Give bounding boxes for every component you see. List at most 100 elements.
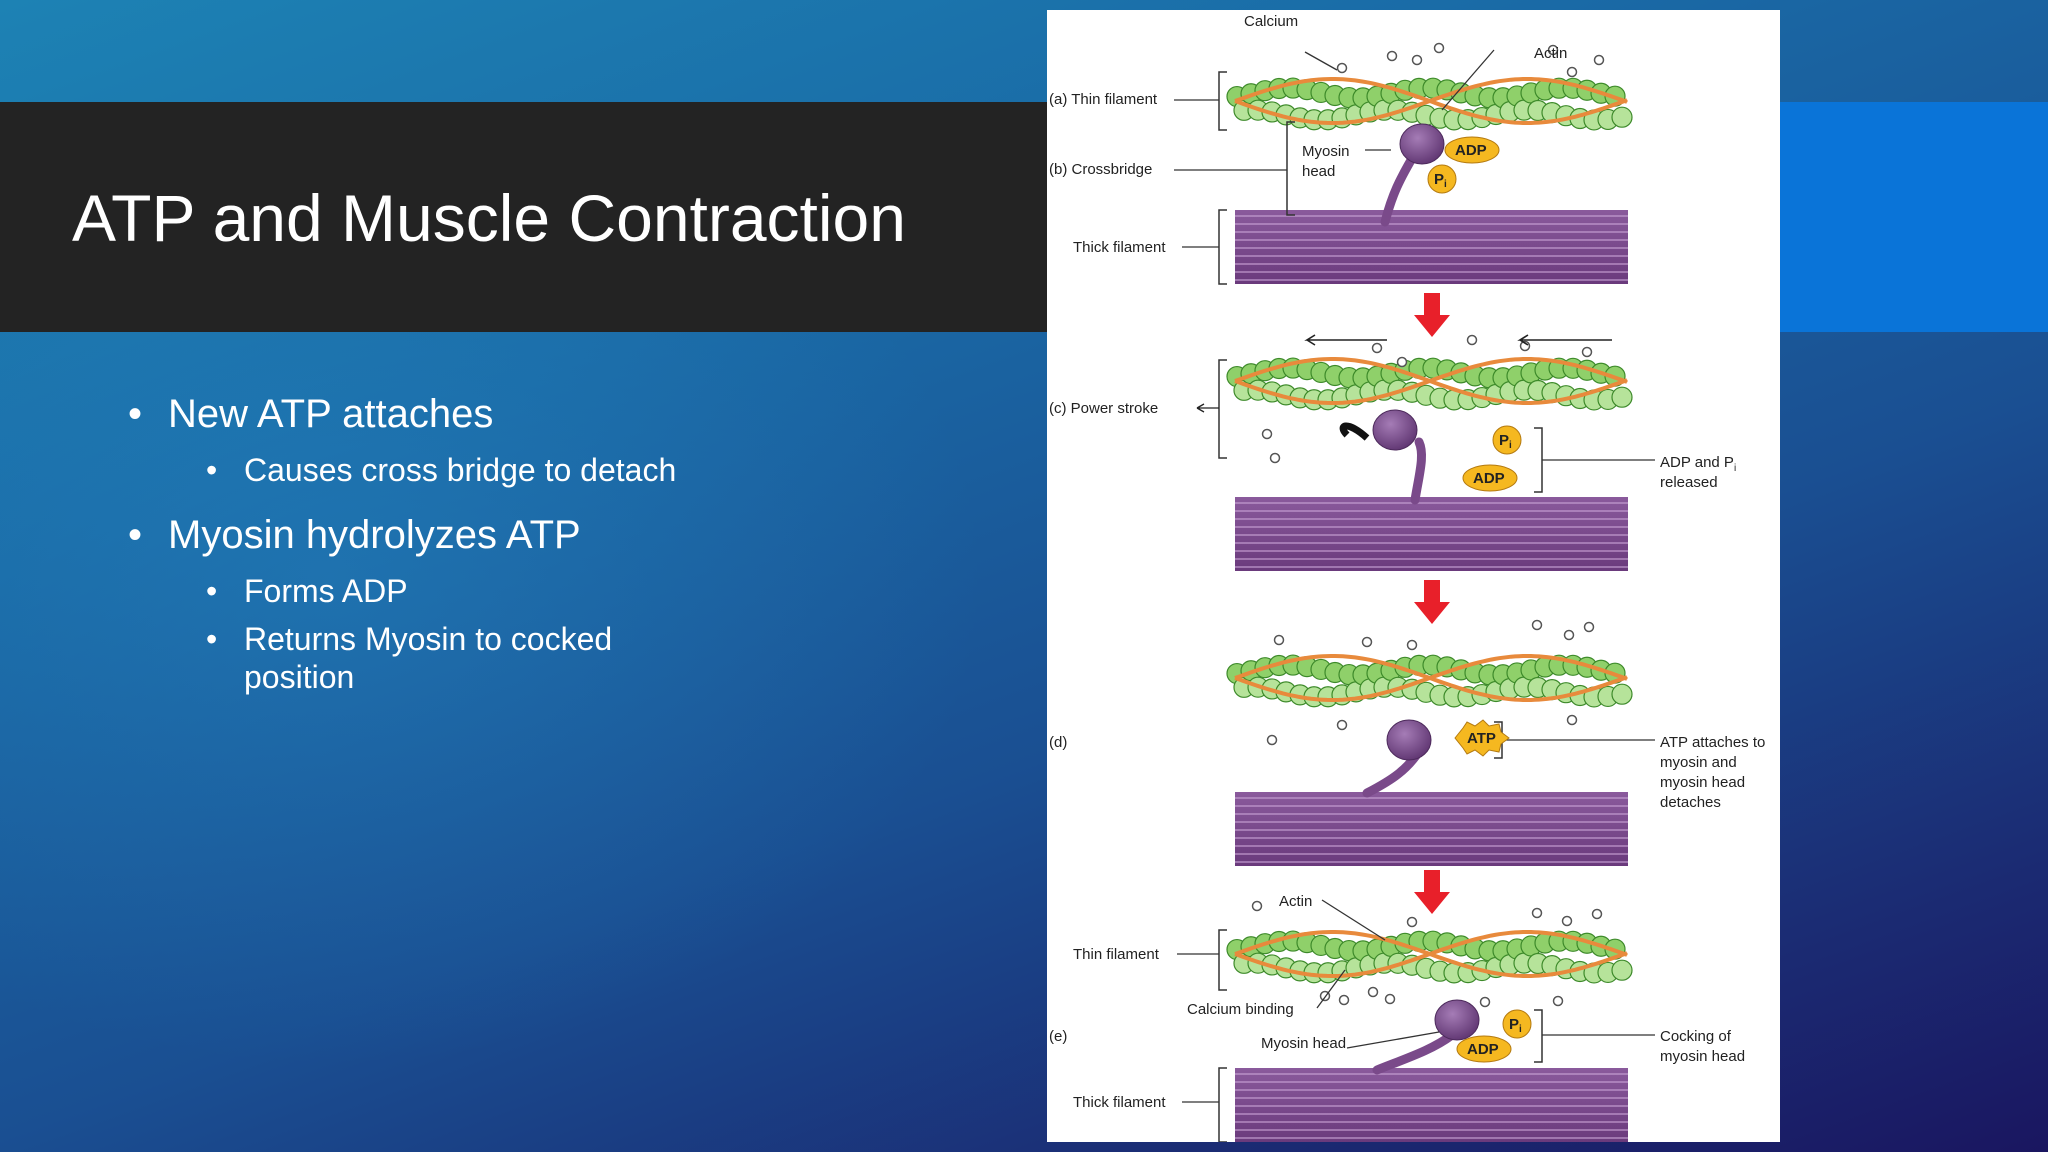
thin-filament-e-label: Thin filament	[1073, 946, 1160, 963]
atp-attaches-label: ATP attaches to	[1660, 734, 1765, 751]
thick-filament-d	[1235, 792, 1628, 866]
bracket	[1534, 427, 1543, 493]
svg-text:Pi: Pi	[1509, 1016, 1522, 1035]
calcium-ion	[1552, 995, 1564, 1007]
rotation-arrow	[1339, 422, 1370, 441]
calcium-ion	[1273, 634, 1285, 646]
thin-filament-d	[1226, 654, 1633, 708]
calcium-ion	[1563, 629, 1575, 641]
down-arrow	[1414, 870, 1450, 914]
panel-d-label: (d)	[1049, 734, 1067, 751]
pointer-arrow	[1196, 403, 1219, 413]
atp-chip: ATP	[1454, 719, 1510, 757]
calcium-ion	[1396, 356, 1408, 368]
calcium-ion	[1581, 346, 1593, 358]
thick-filament-c	[1235, 497, 1628, 571]
calcium-ion	[1338, 994, 1350, 1006]
thin-filament-e	[1226, 930, 1633, 984]
calcium-binding-label: Calcium binding	[1187, 1001, 1294, 1018]
crossbridge-label: (b) Crossbridge	[1049, 161, 1152, 178]
sub-bullet-item: Forms ADP	[128, 572, 728, 610]
calcium-ion	[1479, 996, 1491, 1008]
calcium-ion	[1593, 54, 1605, 66]
cocking-label-2: myosin head	[1660, 1048, 1745, 1065]
calcium-ion	[1583, 621, 1595, 633]
bracket	[1218, 359, 1227, 459]
myosin-head-a	[1380, 123, 1445, 227]
calcium-ion	[1371, 342, 1383, 354]
calcium-ion	[1384, 993, 1396, 1005]
bracket	[1286, 121, 1295, 216]
thick-filament-label: Thick filament	[1073, 239, 1166, 256]
down-arrow	[1414, 293, 1450, 337]
atp-attaches-label-2: myosin and	[1660, 754, 1737, 771]
down-arrow	[1414, 580, 1450, 624]
calcium-ion	[1566, 66, 1578, 78]
calcium-label: Calcium	[1244, 13, 1298, 30]
svg-text:ADP: ADP	[1467, 1041, 1499, 1058]
thin-filament-a-label: (a) Thin filament	[1049, 91, 1158, 108]
calcium-ion	[1561, 915, 1573, 927]
calcium-ion	[1406, 639, 1418, 651]
myosin-head-label-2: head	[1302, 163, 1335, 180]
calcium-ion	[1531, 907, 1543, 919]
leader-line	[1441, 49, 1495, 111]
panel-e-label: (e)	[1049, 1028, 1067, 1045]
calcium-ion	[1266, 734, 1278, 746]
bracket	[1218, 71, 1227, 131]
calcium-ion	[1367, 986, 1379, 998]
bracket	[1534, 1009, 1543, 1063]
thin-filament-a	[1226, 77, 1633, 131]
myosin-head-label: Myosin	[1302, 143, 1350, 160]
svg-text:Pi: Pi	[1499, 432, 1512, 451]
sub-bullet-item: Causes cross bridge to detach	[128, 451, 728, 489]
power-stroke-label: (c) Power stroke	[1049, 400, 1158, 417]
accent-bar	[1780, 102, 2048, 332]
title-bar	[0, 102, 1047, 332]
svg-text:ADP: ADP	[1473, 470, 1505, 487]
myosin-head-d	[1362, 719, 1432, 798]
calcium-ion	[1251, 900, 1263, 912]
thick-filament-e	[1235, 1068, 1628, 1142]
calcium-ion	[1411, 54, 1423, 66]
calcium-ion	[1361, 636, 1373, 648]
svg-text:Pi: Pi	[1434, 171, 1447, 190]
leader-line	[1304, 51, 1338, 71]
leader-line	[1321, 899, 1386, 941]
slide-title: ATP and Muscle Contraction	[72, 181, 906, 255]
calcium-ion	[1269, 452, 1281, 464]
adp-pi-released-label-2: released	[1660, 474, 1718, 491]
atp-attaches-label-3: myosin head	[1660, 774, 1745, 791]
adp-pi-released-label: ADP and Pi	[1660, 454, 1736, 474]
bullet-item: Myosin hydrolyzes ATP	[128, 513, 728, 558]
bullet-item: New ATP attaches	[128, 392, 728, 437]
myosin-head-e	[1372, 999, 1480, 1075]
calcium-ion	[1336, 719, 1348, 731]
leader-line	[1346, 1031, 1440, 1049]
svg-text:ADP: ADP	[1455, 142, 1487, 159]
calcium-ion	[1386, 50, 1398, 62]
bullet-list: New ATP attaches Causes cross bridge to …	[128, 392, 728, 706]
calcium-ion	[1261, 428, 1273, 440]
thin-filament-c	[1226, 357, 1633, 411]
adp-chip: ADP	[1456, 1035, 1512, 1063]
bracket	[1218, 929, 1227, 991]
cocking-label: Cocking of	[1660, 1028, 1732, 1045]
sub-bullet-item: Returns Myosin to cocked position	[128, 620, 728, 696]
svg-text:ATP: ATP	[1467, 730, 1496, 747]
calcium-ion	[1466, 334, 1478, 346]
thick-filament-e-label: Thick filament	[1073, 1094, 1166, 1111]
atp-attaches-label-4: detaches	[1660, 794, 1721, 811]
muscle-contraction-diagram: Calcium Actin (a) Thin filament (b) Cros…	[1047, 10, 1780, 1142]
calcium-ion	[1591, 908, 1603, 920]
calcium-ion	[1566, 714, 1578, 726]
bracket	[1218, 1067, 1227, 1142]
left-arrow	[1517, 334, 1612, 346]
leader-line	[1316, 969, 1346, 1009]
bracket	[1218, 209, 1227, 285]
adp-chip: ADP	[1462, 464, 1518, 492]
thick-filament-a	[1235, 210, 1628, 284]
adp-chip: ADP	[1444, 136, 1500, 164]
calcium-ion	[1406, 916, 1418, 928]
pi-chip: Pi	[1492, 425, 1522, 455]
